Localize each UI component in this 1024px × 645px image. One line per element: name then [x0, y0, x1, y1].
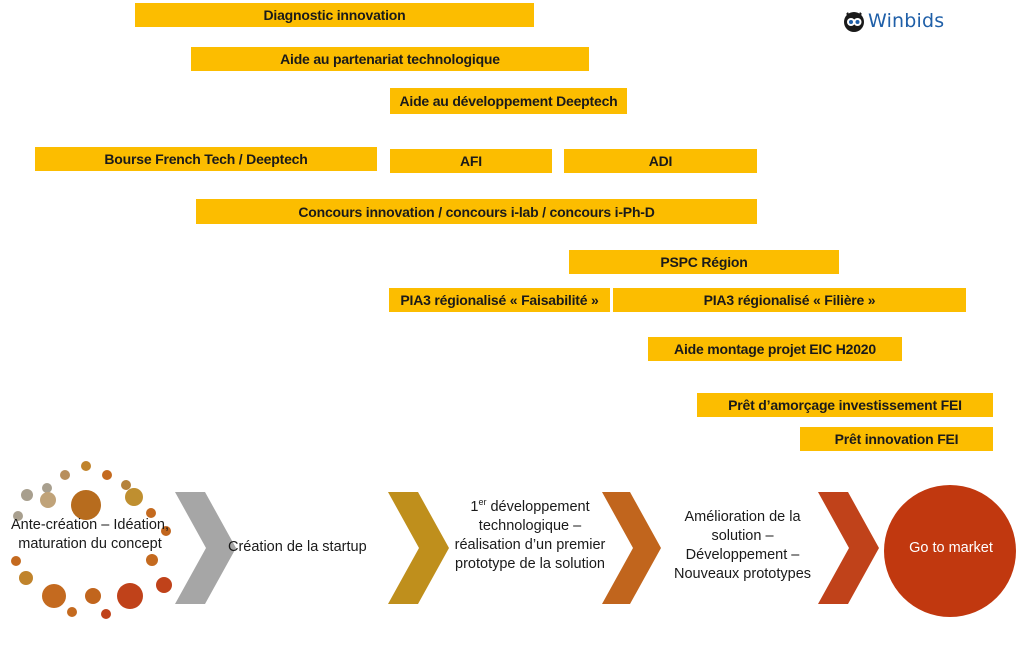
aid-bar-adi: ADI	[564, 149, 757, 173]
stage-3-superscript: er	[478, 497, 487, 508]
stage-3-text: développement technologique – réalisatio…	[454, 499, 606, 572]
owl-logo-icon	[844, 12, 864, 32]
ideation-dots-cluster	[11, 461, 172, 619]
aid-bar-eic-h2020: Aide montage projet EIC H2020	[648, 337, 902, 361]
stage-go-to-market: Go to market	[909, 540, 993, 556]
aid-bar-afi: AFI	[390, 149, 552, 173]
aid-bar-pret-innovation-fei: Prêt innovation FEI	[800, 427, 993, 451]
chevron-arrow-3	[602, 492, 661, 604]
stage-premier-developpement: 1er développement technologique – réalis…	[452, 498, 608, 574]
winbids-logo: Winbids	[843, 6, 944, 36]
aid-bar-concours-innovation: Concours innovation / concours i-lab / c…	[196, 199, 757, 224]
aid-bar-diagnostic-innovation: Diagnostic innovation	[135, 3, 534, 27]
aid-bar-pspc-region: PSPC Région	[569, 250, 839, 274]
stage-3-number: 1	[470, 499, 479, 515]
go-to-market-circle	[884, 485, 1016, 617]
stage-amelioration-solution: Amélioration de la solution – Développem…	[673, 509, 812, 582]
process-flow	[11, 461, 1016, 619]
stage-creation-startup: Création de la startup	[228, 539, 367, 555]
aid-bar-bourse-french-tech: Bourse French Tech / Deeptech	[35, 147, 377, 171]
logo-text: Winbids	[868, 10, 945, 32]
chevron-arrow-2	[388, 492, 449, 604]
chevron-arrow-4	[818, 492, 879, 604]
aid-bar-partenariat-technologique: Aide au partenariat technologique	[191, 47, 589, 71]
aid-bar-pret-amorcage-fei: Prêt d’amorçage investissement FEI	[697, 393, 993, 417]
chevron-arrow-1	[175, 492, 236, 604]
stage-ante-creation: Ante-création – Idéation, maturation du …	[11, 517, 169, 552]
aid-bar-pia3-filiere: PIA3 régionalisé « Filière »	[613, 288, 966, 312]
aid-bar-pia3-faisabilite: PIA3 régionalisé « Faisabilité »	[389, 288, 610, 312]
aid-bar-developpement-deeptech: Aide au développement Deeptech	[390, 88, 627, 114]
